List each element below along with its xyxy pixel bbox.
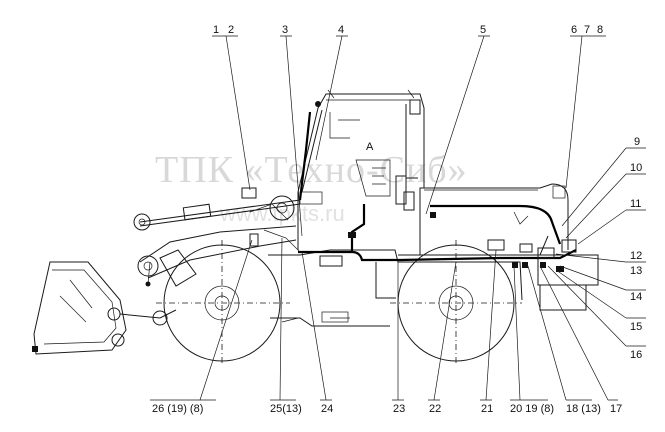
callout-16: 16 bbox=[630, 349, 642, 361]
callout-18: 18 (13) bbox=[566, 403, 601, 415]
boom-assembly bbox=[137, 225, 297, 287]
callout-22: 22 bbox=[429, 403, 441, 415]
callout-19-20: 20 19 (8) bbox=[510, 403, 554, 415]
callout-17: 17 bbox=[610, 403, 622, 415]
bucket bbox=[32, 261, 177, 355]
callout-26: 26 (19) (8) bbox=[152, 403, 203, 415]
callout-9: 9 bbox=[634, 136, 640, 148]
wiring-harness bbox=[145, 111, 577, 287]
callout-12: 12 bbox=[630, 250, 642, 262]
cab-label-a: A bbox=[366, 141, 374, 153]
engine-hood bbox=[419, 183, 569, 255]
callout-10: 10 bbox=[630, 162, 642, 174]
callout-7: 7 bbox=[584, 24, 590, 36]
leader-lines bbox=[150, 35, 646, 401]
callout-11: 11 bbox=[630, 198, 641, 210]
front-wheel bbox=[156, 240, 290, 366]
lift-cylinder bbox=[133, 187, 301, 231]
callout-6: 6 bbox=[571, 24, 577, 36]
callout-25: 25(13) bbox=[270, 403, 302, 415]
operator-cab: A bbox=[297, 89, 425, 250]
callout-14: 14 bbox=[630, 291, 642, 303]
callout-24: 24 bbox=[321, 403, 333, 415]
callout-5: 5 bbox=[480, 24, 486, 36]
callout-2: 2 bbox=[228, 24, 234, 36]
callout-13: 13 bbox=[630, 265, 642, 277]
counterweight bbox=[537, 254, 599, 311]
callout-4: 4 bbox=[338, 24, 344, 36]
callout-23: 23 bbox=[393, 403, 405, 415]
callout-3: 3 bbox=[282, 24, 288, 36]
callout-numbers: 1 2 3 4 5 6 7 8 9 10 11 12 13 14 15 16 1… bbox=[152, 24, 642, 415]
machine-frame bbox=[268, 235, 549, 327]
callout-15: 15 bbox=[630, 321, 642, 333]
callout-8: 8 bbox=[597, 24, 603, 36]
callout-1: 1 bbox=[213, 24, 219, 36]
callout-21: 21 bbox=[481, 403, 493, 415]
